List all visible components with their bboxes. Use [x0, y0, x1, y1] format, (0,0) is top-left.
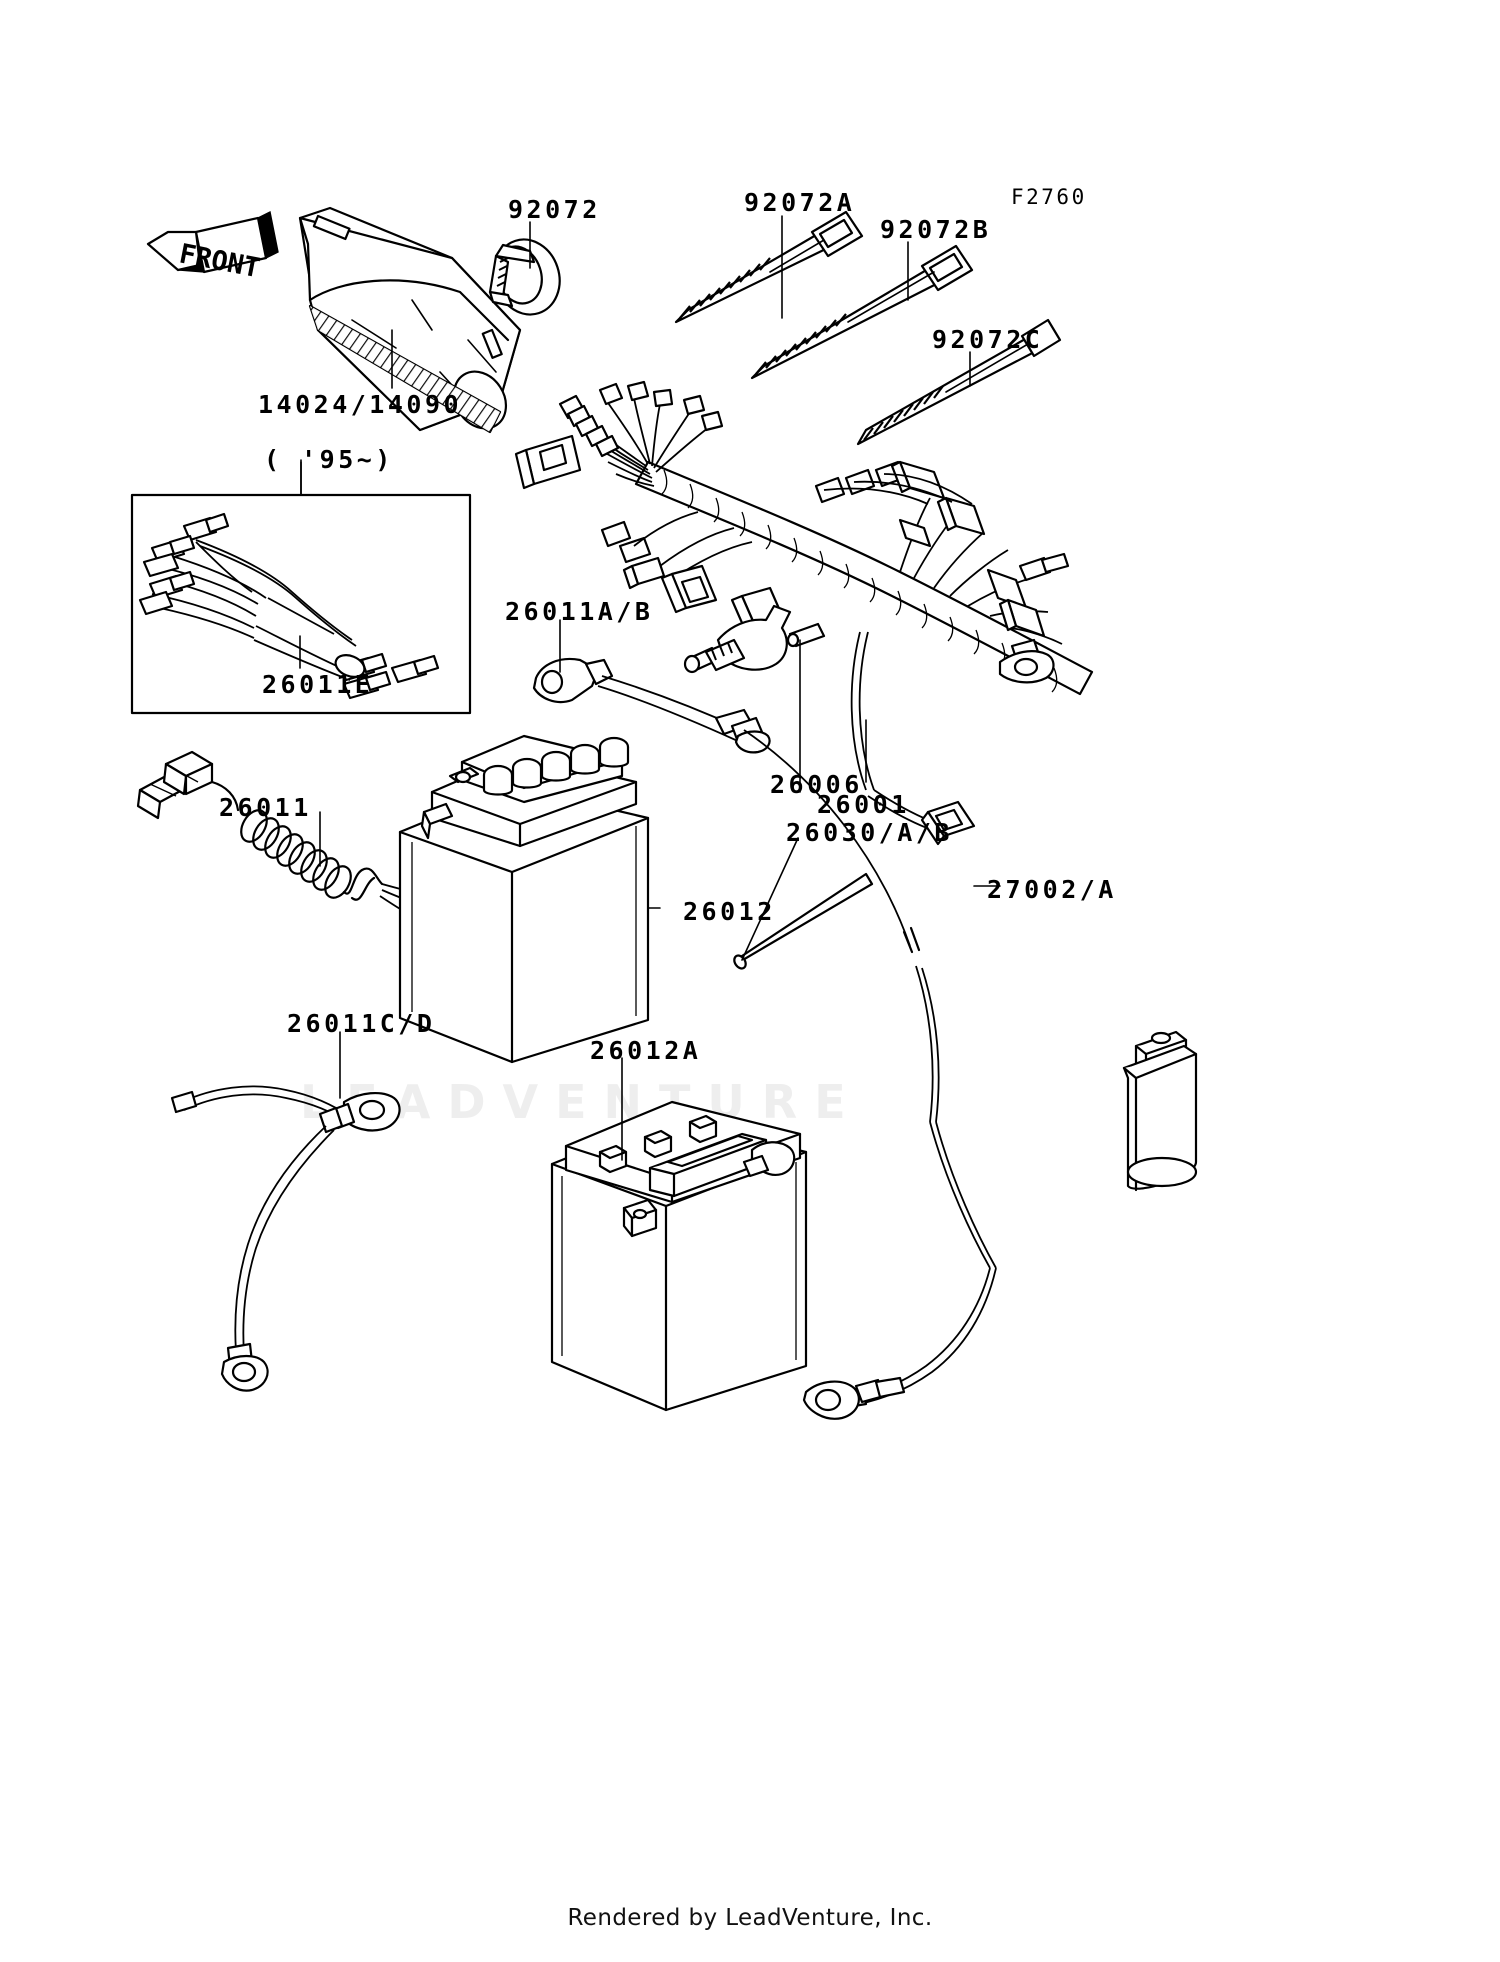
- cable-tie-92072a-part: [674, 210, 864, 324]
- sheet-id-code: F2760: [1011, 185, 1087, 209]
- battery-lead-26011ab-part: [532, 657, 771, 754]
- relay-27002-part: [1122, 1030, 1198, 1192]
- seat-cover-part: [298, 206, 522, 434]
- label-band-92072b: 92072B: [880, 215, 992, 244]
- battery-26012-part: [398, 734, 650, 1064]
- label-battery-26012a: 26012A: [590, 1036, 702, 1065]
- label-lead-26011e: 26011E: [262, 670, 374, 699]
- cable-tie-92072c-part: [856, 318, 1062, 446]
- inset-box-26011e: [130, 459, 472, 715]
- sub-harness-26001-part: [733, 631, 976, 970]
- label-terminal-26006: 26006: [770, 770, 863, 799]
- label-year-note: ( '95~): [264, 445, 394, 474]
- terminal-26006-part: [786, 622, 826, 648]
- front-arrow-icon: FRONT: [146, 210, 279, 284]
- label-relay-27002: 27002/A: [987, 875, 1117, 904]
- leader-lines: [299, 215, 1001, 1161]
- label-harness-26030: 26030/A/B: [786, 818, 953, 847]
- label-lead-26011ab: 26011A/B: [505, 597, 654, 626]
- label-band-92072a: 92072A: [744, 188, 856, 217]
- long-negative-cable-part: [743, 729, 997, 1420]
- battery-26012a-part: [550, 1100, 808, 1412]
- label-clamp-92072: 92072: [508, 195, 601, 224]
- label-lead-26011: 26011: [219, 793, 312, 822]
- battery-lead-26011cd-part: [170, 1085, 401, 1392]
- cable-tie-92072b-part: [750, 244, 974, 380]
- label-harness-26001: 26001: [817, 790, 910, 819]
- footer-credit: Rendered by LeadVenture, Inc.: [567, 1905, 933, 1931]
- label-lead-26011cd: 26011C/D: [287, 1009, 436, 1038]
- label-battery-26012: 26012: [683, 897, 776, 926]
- label-cover-14024-14090: 14024/14090: [258, 390, 463, 419]
- main-wiring-harness-part: [514, 380, 1094, 696]
- label-band-92072c: 92072C: [932, 325, 1044, 354]
- exploded-parts-illustration: .s{fill:none;stroke:#000;stroke-width:2.…: [130, 206, 1198, 1420]
